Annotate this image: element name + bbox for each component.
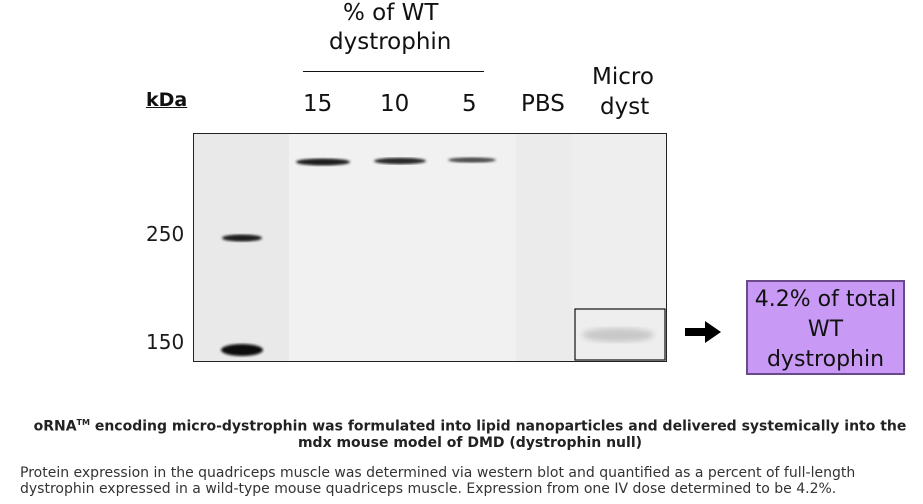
marker-label-150: 150 (146, 330, 185, 354)
callout-line3: dystrophin (766, 347, 885, 372)
western-blot-svg (194, 134, 666, 361)
callout-line1: 4.2% of total (754, 287, 897, 312)
caption-title-tm: TM (76, 418, 90, 427)
micro-dyst-highlight-box (574, 308, 666, 361)
lane-label-pbs: PBS (521, 91, 565, 117)
callout-line2: WT (807, 317, 844, 342)
micro-lane-shade (572, 134, 666, 361)
lane-label-10: 10 (380, 91, 410, 117)
band-lane-15 (296, 158, 350, 166)
callout-box: 4.2% of total WT dystrophin (746, 280, 905, 375)
lane-label-15: 15 (303, 91, 333, 117)
header-title-line2: dystrophin (329, 29, 452, 55)
band-lane-10 (374, 157, 426, 165)
caption-title-part2: encoding micro-dystrophin was formulated… (89, 418, 907, 451)
kda-label: kDa (146, 89, 188, 111)
right-arrow-icon (685, 321, 721, 347)
western-blot-image (193, 133, 667, 362)
caption-body: Protein expression in the quadriceps mus… (20, 465, 856, 497)
header-title-line1: % of WT (343, 0, 439, 26)
lane-label-micro-line1: Micro (592, 64, 654, 90)
caption-title: oRNATM encoding micro-dystrophin was for… (20, 415, 920, 451)
marker-label-250: 250 (146, 222, 185, 246)
lane-label-micro-line2: dyst (600, 94, 650, 120)
header-divider (303, 71, 484, 72)
ladder-band-150 (221, 344, 263, 356)
band-lane-5 (448, 157, 496, 163)
caption-title-part1: oRNA (33, 418, 77, 435)
ladder-band-250 (222, 234, 262, 242)
pbs-lane-shade (516, 134, 572, 361)
ladder-lane-shade (194, 134, 289, 361)
lane-label-5: 5 (462, 91, 477, 117)
band-micro-dyst (582, 328, 654, 342)
